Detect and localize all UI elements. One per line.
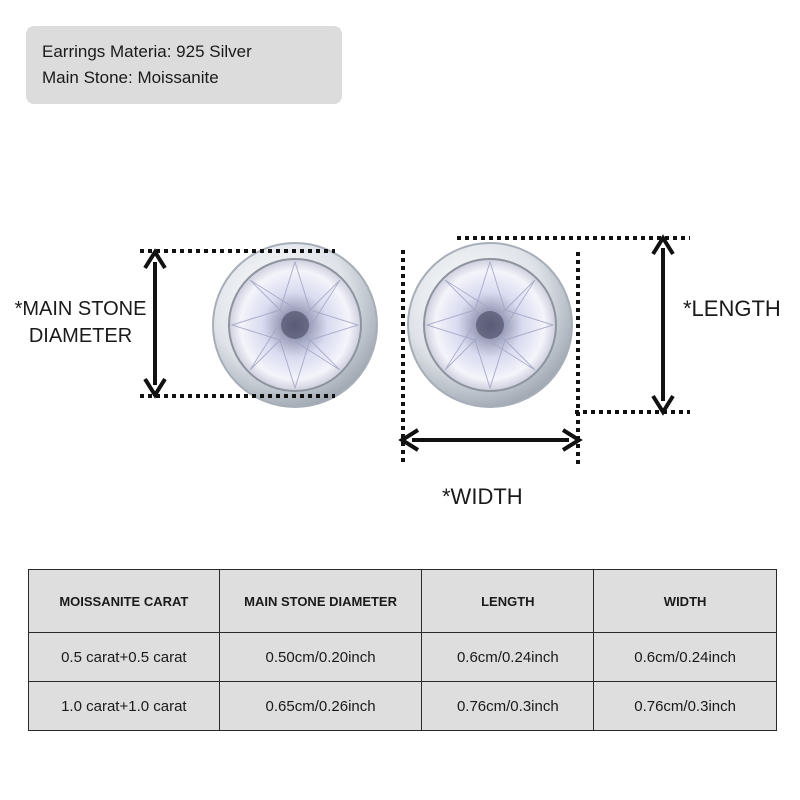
right-earring-image: [407, 242, 573, 408]
header-length: LENGTH: [421, 569, 595, 633]
size-spec-table: MOISSANITE CARAT MAIN STONE DIAMETER LEN…: [28, 569, 777, 731]
material-info-box: Earrings Materia: 925 Silver Main Stone:…: [26, 26, 342, 104]
width-indicator: [398, 250, 583, 466]
table-cell: 1.0 carat+1.0 carat: [28, 681, 220, 731]
material-text: Earrings Materia: 925 Silver: [42, 42, 252, 61]
main-stone-label-line1: *MAIN STONE: [14, 298, 147, 320]
table-header-row: MOISSANITE CARAT MAIN STONE DIAMETER LEN…: [28, 569, 777, 633]
header-main-stone-diameter: MAIN STONE DIAMETER: [218, 569, 423, 633]
header-width: WIDTH: [593, 569, 777, 633]
width-label: *WIDTH: [442, 484, 523, 509]
main-stone-text: Main Stone: Moissanite: [42, 68, 219, 87]
table-cell: 0.6cm/0.24inch: [593, 632, 777, 682]
table-cell: 0.5 carat+0.5 carat: [28, 632, 220, 682]
table-cell: 0.6cm/0.24inch: [421, 632, 595, 682]
main-stone-label-line2: DIAMETER: [28, 325, 133, 347]
table-cell: 0.76cm/0.3inch: [593, 681, 777, 731]
table-cell: 0.76cm/0.3inch: [421, 681, 595, 731]
table-cell: 0.50cm/0.20inch: [218, 632, 423, 682]
left-earring-image: [212, 242, 378, 408]
table-row: 1.0 carat+1.0 carat 0.65cm/0.26inch 0.76…: [28, 681, 777, 731]
table-row: 0.5 carat+0.5 carat 0.50cm/0.20inch 0.6c…: [28, 632, 777, 682]
length-label: *LENGTH: [683, 296, 781, 321]
length-indicator: [457, 234, 690, 416]
main-stone-diameter-indicator: [140, 248, 335, 399]
table-cell: 0.65cm/0.26inch: [218, 681, 423, 731]
header-carat: MOISSANITE CARAT: [28, 569, 220, 633]
earring-dimension-diagram: [140, 234, 690, 466]
main-stone-diameter-label: *MAIN STONE DIAMETER: [8, 296, 153, 350]
